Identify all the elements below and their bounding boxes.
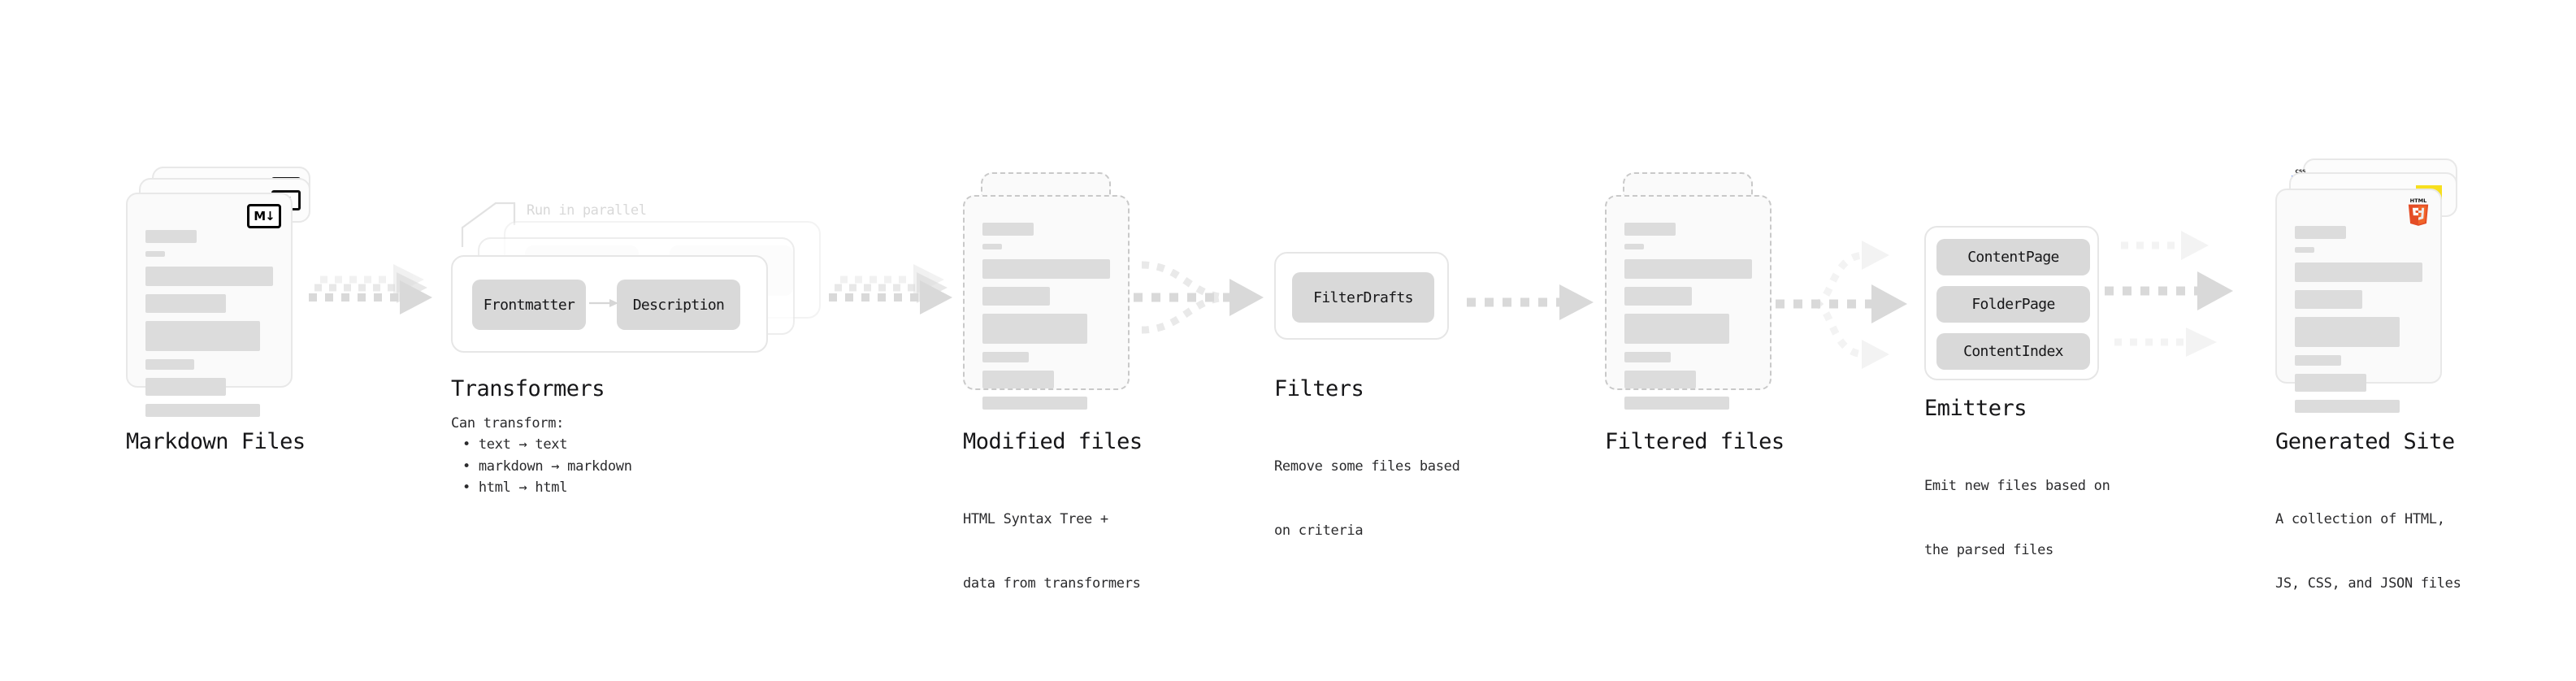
arrow-markdown-to-transformers — [309, 264, 432, 314]
filters-caption-line-2: on criteria — [1274, 522, 1364, 539]
modified-card-front — [963, 195, 1130, 410]
run-in-parallel-bracket — [461, 202, 516, 247]
placeholder-line — [2295, 262, 2422, 282]
placeholder-line — [1624, 352, 1671, 362]
placeholder-line — [1624, 287, 1693, 306]
placeholder-line — [2295, 247, 2314, 253]
transformers-caption: Can transform: text → text markdown → ma… — [451, 413, 632, 498]
placeholder-line — [982, 314, 1087, 344]
emitters-box: ContentPage FolderPage ContentIndex — [1924, 226, 2099, 380]
transformers-capability-item: html → html — [462, 477, 632, 498]
placeholder-line — [145, 321, 261, 351]
transformers-title: Transformers — [451, 376, 605, 401]
generated-site-caption-line-1: A collection of HTML, — [2275, 510, 2445, 527]
emitters-caption: Emit new files based on the parsed files — [1924, 432, 2110, 604]
placeholder-line — [982, 352, 1029, 362]
filtered-card-front — [1605, 195, 1772, 410]
modified-files-title: Modified files — [963, 429, 1143, 454]
modified-files-caption-line-2: data from transformers — [963, 575, 1141, 592]
placeholder-line — [145, 267, 273, 286]
transformers-capability-item: markdown → markdown — [462, 456, 632, 477]
arrow-emitters-to-site — [2105, 231, 2233, 357]
modified-files-caption-line-1: HTML Syntax Tree + — [963, 510, 1108, 527]
filter-chip-filterdrafts[interactable]: FilterDrafts — [1292, 272, 1434, 323]
transformers-capability-list: text → text markdown → markdown html → h… — [451, 434, 632, 498]
transformer-chip-description[interactable]: Description — [617, 280, 740, 330]
emitters-caption-line-1: Emit new files based on — [1924, 477, 2110, 494]
transformer-inner-arrow — [589, 299, 618, 307]
filtered-files-card-stack — [1605, 172, 1780, 424]
placeholder-line — [145, 404, 261, 417]
transformer-chip-frontmatter[interactable]: Frontmatter — [472, 280, 586, 330]
arrow-modified-to-filters — [1134, 261, 1264, 334]
placeholder-line — [2295, 317, 2400, 347]
placeholder-line — [2295, 400, 2400, 413]
arrow-filtered-to-emitters — [1776, 241, 1907, 369]
markdown-files-card-stack: M M↓ — [126, 167, 313, 419]
placeholder-line — [2295, 374, 2366, 392]
filters-title: Filters — [1274, 376, 1364, 401]
placeholder-line — [1624, 314, 1729, 344]
placeholder-line — [1624, 259, 1752, 279]
modified-files-card-stack — [963, 172, 1138, 424]
markdown-placeholder-lines — [145, 230, 273, 425]
emitter-chip-contentindex[interactable]: ContentIndex — [1936, 333, 2090, 370]
generated-site-caption: A collection of HTML, JS, CSS, and JSON … — [2275, 466, 2461, 637]
placeholder-line — [1624, 371, 1696, 388]
markdown-files-title: Markdown Files — [126, 429, 306, 454]
markdown-card-front: M↓ — [126, 193, 293, 417]
placeholder-line — [982, 397, 1087, 410]
emitters-caption-line-2: the parsed files — [1924, 541, 2053, 558]
placeholder-line — [982, 371, 1054, 388]
placeholder-line — [145, 378, 226, 396]
modified-files-caption: HTML Syntax Tree + data from transformer… — [963, 466, 1141, 637]
filters-caption-line-1: Remove some files based — [1274, 458, 1460, 475]
placeholder-line — [1624, 223, 1676, 236]
site-card-front: HTML — [2275, 189, 2442, 413]
filtered-placeholder-lines — [1624, 223, 1752, 418]
transformers-box: Frontmatter Description — [451, 255, 768, 353]
transformers-caption-lead: Can transform: — [451, 415, 565, 432]
placeholder-line — [1624, 397, 1729, 410]
generated-site-caption-line-2: JS, CSS, and JSON files — [2275, 575, 2461, 592]
filters-box: FilterDrafts — [1274, 252, 1449, 340]
placeholder-line — [1624, 244, 1644, 249]
placeholder-line — [145, 294, 226, 313]
emitters-title: Emitters — [1924, 396, 2027, 421]
placeholder-line — [145, 359, 194, 370]
placeholder-line — [2295, 226, 2346, 239]
arrow-filters-to-filtered — [1467, 284, 1594, 320]
placeholder-line — [2295, 355, 2341, 366]
emitter-chip-folderpage[interactable]: FolderPage — [1936, 286, 2090, 323]
generated-site-card-stack: CSS HTML — [2275, 158, 2462, 427]
placeholder-line — [982, 287, 1051, 306]
modified-placeholder-lines — [982, 223, 1110, 418]
transformers-capability-item: text → text — [462, 434, 632, 455]
generated-site-title: Generated Site — [2275, 429, 2455, 454]
placeholder-line — [982, 223, 1034, 236]
placeholder-line — [982, 259, 1110, 279]
placeholder-line — [982, 244, 1002, 249]
filtered-files-title: Filtered files — [1605, 429, 1785, 454]
markdown-badge: M↓ — [247, 204, 281, 228]
placeholder-line — [145, 251, 165, 257]
run-in-parallel-label: Run in parallel — [527, 202, 647, 219]
filters-caption: Remove some files based on criteria — [1274, 413, 1460, 584]
html5-shield-icon: HTML — [2408, 197, 2429, 226]
svg-text:HTML: HTML — [2410, 197, 2427, 204]
placeholder-line — [145, 230, 197, 243]
site-placeholder-lines — [2295, 226, 2422, 421]
arrow-transformers-to-modified — [829, 264, 952, 314]
placeholder-line — [2295, 290, 2363, 309]
emitter-chip-contentpage[interactable]: ContentPage — [1936, 239, 2090, 275]
html5-badge: HTML — [2406, 197, 2431, 226]
